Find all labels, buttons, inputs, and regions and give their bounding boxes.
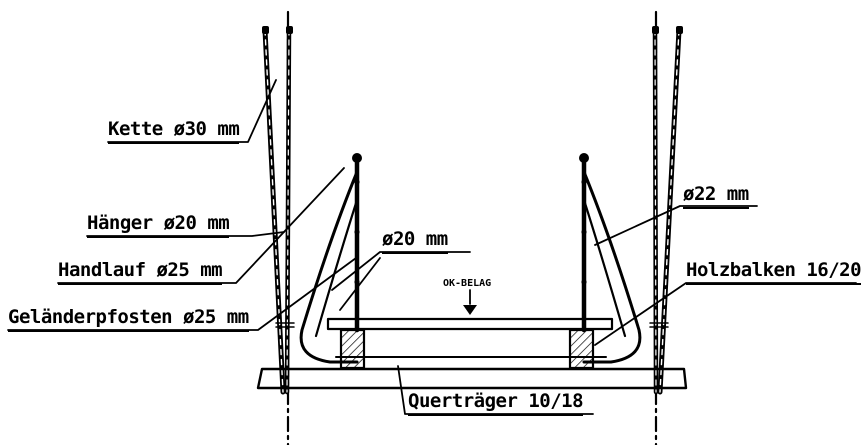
label-chain: Kette ø30 mm [108, 118, 240, 144]
right-railing-strut [582, 198, 627, 338]
label-post-text: Geländerpfosten ø25 mm [8, 306, 249, 332]
railing-post-bolts [352, 153, 589, 285]
label-rod-20: ø20 mm [382, 228, 448, 254]
chain-top-caps [262, 26, 683, 34]
chain-joints [275, 322, 669, 328]
label-rod-22: ø22 mm [683, 183, 749, 209]
deck-level-triangle [463, 305, 477, 315]
deck-top-board [326, 317, 614, 331]
label-handrail: Handlauf ø25 mm [58, 259, 223, 285]
label-handrail-text: Handlauf ø25 mm [58, 259, 223, 285]
leader-lines [7, 79, 857, 415]
label-rod-20-text: ø20 mm [382, 228, 448, 254]
left-railing-strut [314, 198, 359, 338]
cross-beam [256, 367, 688, 390]
label-deck-level-text: OK-BELAG [443, 278, 492, 289]
label-timber-beam: Holzbalken 16/20 [686, 259, 862, 285]
left-chain [262, 27, 286, 395]
label-post: Geländerpfosten ø25 mm [8, 306, 249, 332]
right-hanger [652, 27, 659, 395]
left-railing-loop [299, 170, 359, 364]
left-hanger [284, 27, 292, 395]
label-hanger: Hänger ø20 mm [87, 212, 230, 238]
timber-beam-left [339, 328, 366, 370]
label-cross-beam-text: Querträger 10/18 [408, 390, 584, 416]
label-rod-22-text: ø22 mm [683, 183, 749, 209]
label-hanger-text: Hänger ø20 mm [87, 212, 230, 238]
label-deck-level: OK-BELAG [443, 279, 491, 289]
timber-beam-right [568, 328, 595, 370]
right-railing-loop [582, 170, 642, 364]
label-timber-beam-text: Holzbalken 16/20 [686, 259, 862, 285]
label-cross-beam: Querträger 10/18 [408, 390, 584, 416]
label-chain-text: Kette ø30 mm [108, 118, 240, 144]
